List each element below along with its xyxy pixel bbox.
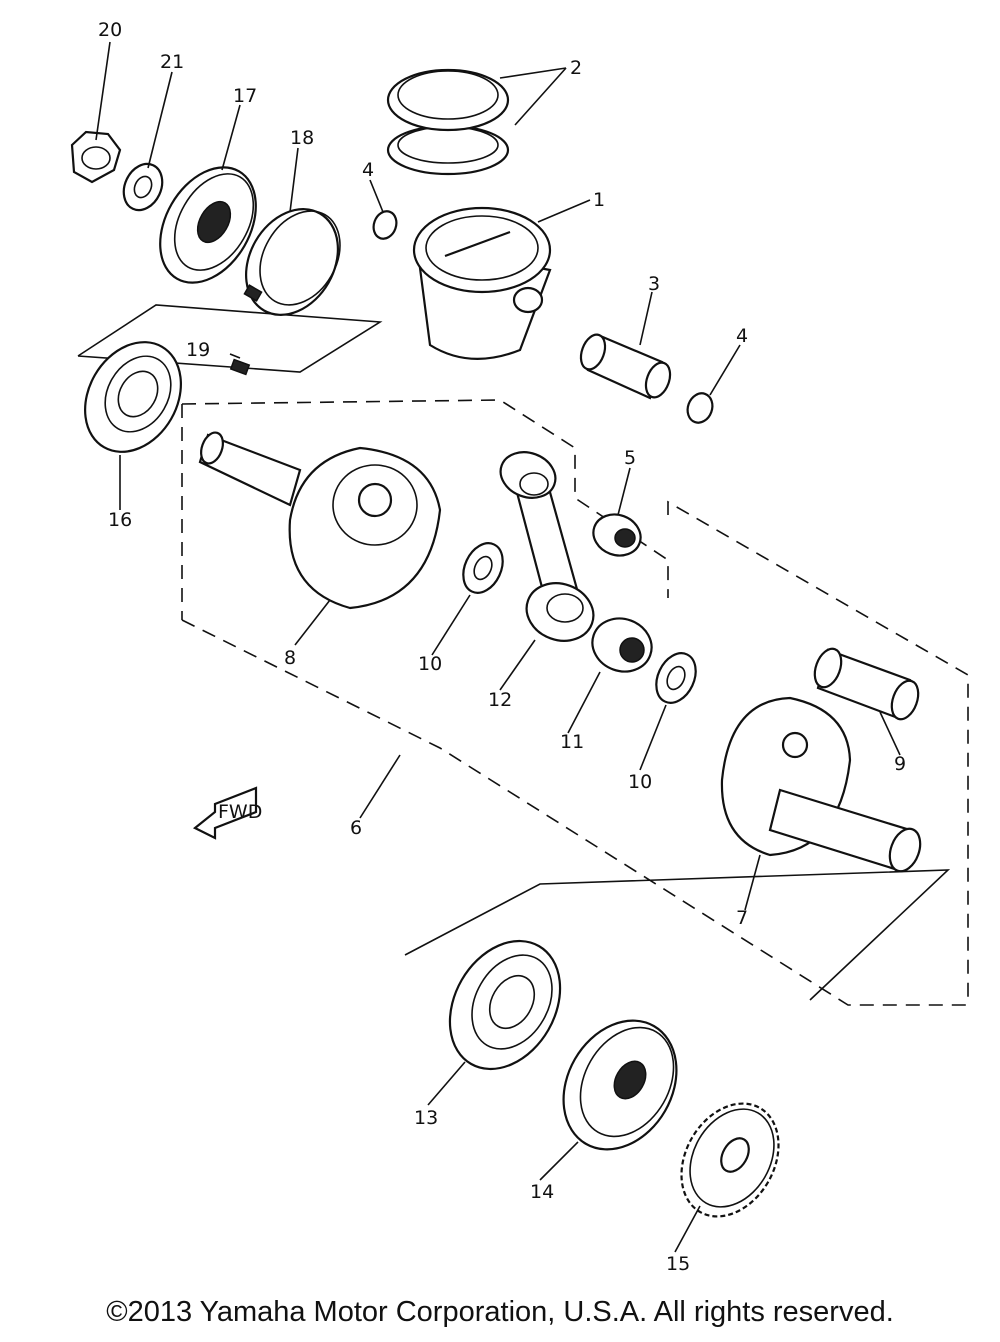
- part-20-nut: [70, 130, 122, 184]
- part-11-big-end-bearing: [591, 617, 653, 673]
- callout-10-b: 10: [628, 771, 652, 793]
- callout-4-lower: 4: [736, 325, 748, 347]
- group-outlines: [77, 304, 969, 1006]
- callout-14: 14: [530, 1181, 554, 1203]
- crankshaft-piston-exploded-diagram: FWD 20 21 17 18 2 1 4 3: [70, 19, 969, 1275]
- part-21-washer: [122, 162, 164, 212]
- leader-lines: [95, 41, 901, 1253]
- callout-7: 7: [736, 907, 748, 929]
- front-direction-arrow: FWD: [192, 786, 262, 840]
- callout-4-upper: 4: [362, 159, 374, 181]
- front-arrow-label: FWD: [218, 801, 262, 823]
- callout-18: 18: [290, 127, 314, 149]
- part-10-washer-a: [462, 542, 504, 594]
- callout-12: 12: [488, 689, 512, 711]
- part-10-washer-b: [655, 652, 697, 704]
- part-1-piston: [412, 206, 552, 360]
- callout-19: 19: [186, 339, 210, 361]
- callout-15: 15: [666, 1253, 690, 1275]
- callout-13: 13: [414, 1107, 438, 1129]
- callout-21: 21: [160, 51, 184, 73]
- callout-1: 1: [593, 189, 605, 211]
- part-12-connecting-rod: [499, 451, 595, 642]
- part-13-bearing: [448, 939, 562, 1071]
- callout-16: 16: [108, 509, 132, 531]
- callout-20: 20: [98, 19, 122, 41]
- callout-2: 2: [570, 57, 582, 79]
- part-9-crank-pin: [813, 647, 920, 721]
- part-4-circlip-upper: [372, 210, 398, 240]
- callout-10-a: 10: [418, 653, 442, 675]
- part-15-primary-gear: [680, 1102, 780, 1218]
- part-5-small-end-bearing: [592, 513, 642, 557]
- part-8-crank-left: [198, 431, 442, 610]
- callout-11: 11: [560, 731, 584, 753]
- part-16-bearing: [84, 341, 182, 453]
- callout-9: 9: [894, 753, 906, 775]
- callout-3: 3: [648, 273, 660, 295]
- part-17-oil-seal: [159, 166, 257, 284]
- callout-8: 8: [284, 647, 296, 669]
- part-3-piston-pin: [579, 333, 672, 400]
- callout-6: 6: [350, 817, 362, 839]
- copyright-notice: ©2013 Yamaha Motor Corporation, U.S.A. A…: [106, 1296, 894, 1328]
- part-2-piston-rings: [386, 68, 510, 176]
- part-7-crank-right: [720, 696, 922, 873]
- callout-5: 5: [624, 447, 636, 469]
- part-18-collar: [243, 208, 341, 316]
- callout-17: 17: [233, 85, 257, 107]
- part-14-oil-seal: [562, 1019, 678, 1151]
- callout-labels: 20 21 17 18 2 1 4 3 4 19 5 16 8 10 12 11…: [98, 19, 906, 1275]
- part-4-circlip-lower: [686, 392, 714, 424]
- part-19-woodruff-key: [229, 358, 251, 376]
